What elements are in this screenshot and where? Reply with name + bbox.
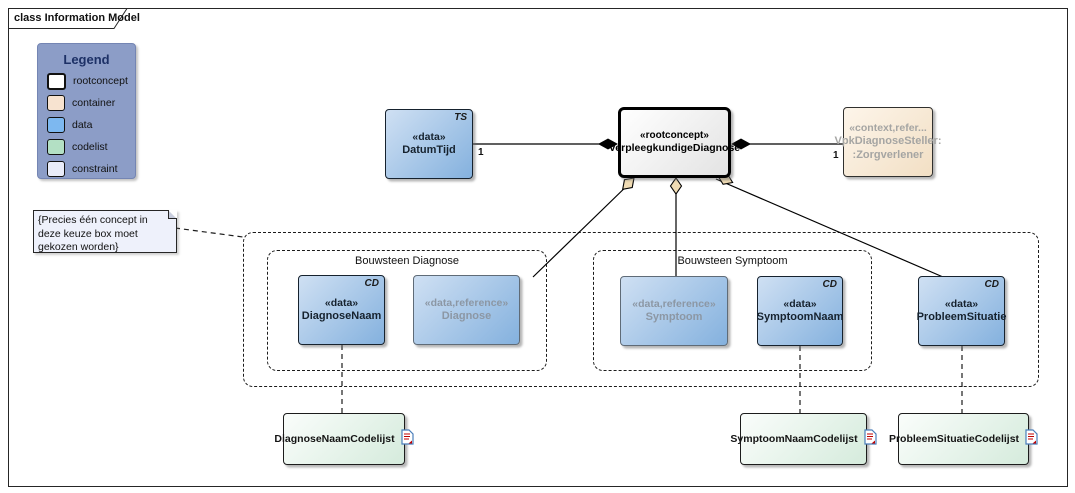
stereotype-label: «data» — [324, 296, 359, 309]
datatype-tag: CD — [822, 279, 837, 290]
node-name: Diagnose — [441, 309, 492, 322]
node-name: DatumTijd — [402, 143, 456, 156]
node-diagnosenaam[interactable]: CD «data» DiagnoseNaam — [298, 275, 385, 345]
stereotype-label: «data» — [412, 130, 446, 143]
node-name-line2: :Zorgverlener — [852, 148, 924, 161]
diagnose-aggregation-connector — [532, 177, 635, 278]
legend-title: Legend — [63, 52, 110, 67]
node-name: VerpleegkundigeDiagnose — [608, 142, 741, 155]
group-bouwsteen-diagnose[interactable]: Bouwsteen Diagnose — [267, 250, 547, 371]
container-swatch-icon — [47, 95, 65, 111]
node-name: DiagnoseNaam — [301, 309, 382, 322]
probleemsituatie-aggregation-connector — [715, 173, 944, 278]
node-diagnosenaamcodelijst[interactable]: DiagnoseNaamCodelijst — [274, 413, 414, 465]
codelist-document-icon — [864, 428, 877, 450]
datatype-tag: CD — [364, 278, 379, 289]
diagram-frame — [8, 8, 1068, 487]
stereotype-label: «data» — [783, 297, 817, 310]
legend-item-label: codelist — [72, 141, 108, 153]
constraint-note[interactable]: {Precies één concept in deze keuze box m… — [33, 210, 177, 253]
legend-item-data: data — [47, 117, 135, 133]
node-verpleegkundigediagnose[interactable]: «rootconcept» VerpleegkundigeDiagnose — [609, 107, 740, 178]
diagnosesteller-composition-connector — [731, 138, 843, 150]
group-label: Bouwsteen Symptoom — [677, 255, 788, 267]
codelist-name: ProbleemSituatieCodelijst — [888, 433, 1020, 445]
legend-item-label: rootconcept — [73, 75, 128, 87]
node-vpkdiagnosesteller[interactable]: «context,refer... VpkDiagnoseSteller: :Z… — [835, 107, 942, 177]
data-swatch-icon — [47, 117, 65, 133]
tab-shape-icon — [8, 8, 128, 29]
node-probleemsituatie[interactable]: CD «data» ProbleemSituatie — [916, 276, 1007, 346]
node-probleemsituatiecodelijst[interactable]: ProbleemSituatieCodelijst — [889, 413, 1038, 465]
codelist-document-icon — [401, 428, 414, 450]
codelist-swatch-icon — [47, 139, 65, 155]
datatype-tag: CD — [984, 279, 999, 290]
node-name: SymptoomNaam — [756, 310, 844, 323]
stereotype-label: «context,refer... — [849, 121, 927, 134]
group-label: Bouwsteen Diagnose — [355, 255, 459, 267]
stereotype-label: «data,reference» — [424, 296, 509, 309]
node-name: Symptoom — [645, 310, 703, 323]
node-datumtijd[interactable]: TS «data» DatumTijd — [385, 109, 473, 179]
diagram-tab: class Information Model — [8, 8, 140, 29]
codelist-document-icon — [1025, 428, 1038, 450]
constraint-note-text: {Precies één concept in deze keuze box m… — [38, 214, 148, 254]
datatype-tag: TS — [454, 112, 467, 123]
datumtijd-composition-connector — [473, 138, 618, 150]
note-fold-border-icon — [168, 210, 177, 219]
multiplicity-label: 1 — [478, 147, 484, 158]
node-symptoomnaamcodelijst[interactable]: SymptoomNaamCodelijst — [730, 413, 877, 465]
legend-item-constraint: constraint — [47, 161, 135, 177]
choice-box[interactable] — [243, 232, 1039, 387]
node-symptoomnaam[interactable]: CD «data» SymptoomNaam — [757, 276, 843, 346]
node-name-line1: VpkDiagnoseSteller: — [834, 134, 942, 147]
node-name: ProbleemSituatie — [916, 310, 1007, 323]
legend-item-codelist: codelist — [47, 139, 135, 155]
stereotype-label: «data» — [944, 297, 979, 310]
rootconcept-swatch-icon — [47, 72, 66, 90]
node-diagnose[interactable]: «data,reference» Diagnose — [413, 275, 520, 345]
stereotype-label: «rootconcept» — [640, 129, 709, 141]
multiplicity-label: 1 — [833, 150, 839, 161]
legend-item-container: container — [47, 95, 135, 111]
codelist-name: DiagnoseNaamCodelijst — [274, 433, 395, 445]
symptoom-aggregation-connector — [669, 177, 683, 276]
node-symptoom[interactable]: «data,reference» Symptoom — [620, 276, 728, 346]
legend-item-label: constraint — [72, 163, 118, 175]
legend-item-label: container — [72, 97, 116, 109]
constraint-swatch-icon — [47, 161, 65, 177]
legend-item-rootconcept: rootconcept — [47, 72, 135, 90]
note-fold-icon — [168, 210, 177, 219]
codelist-name: SymptoomNaamCodelijst — [730, 433, 858, 445]
group-bouwsteen-symptoom[interactable]: Bouwsteen Symptoom — [593, 250, 872, 371]
tab-label: class Information Model — [14, 12, 140, 24]
note-attachment-connector — [174, 227, 244, 238]
legend-item-label: data — [72, 119, 93, 131]
stereotype-label: «data,reference» — [632, 297, 716, 310]
legend-panel: Legend rootconcept container data codeli… — [37, 43, 136, 179]
